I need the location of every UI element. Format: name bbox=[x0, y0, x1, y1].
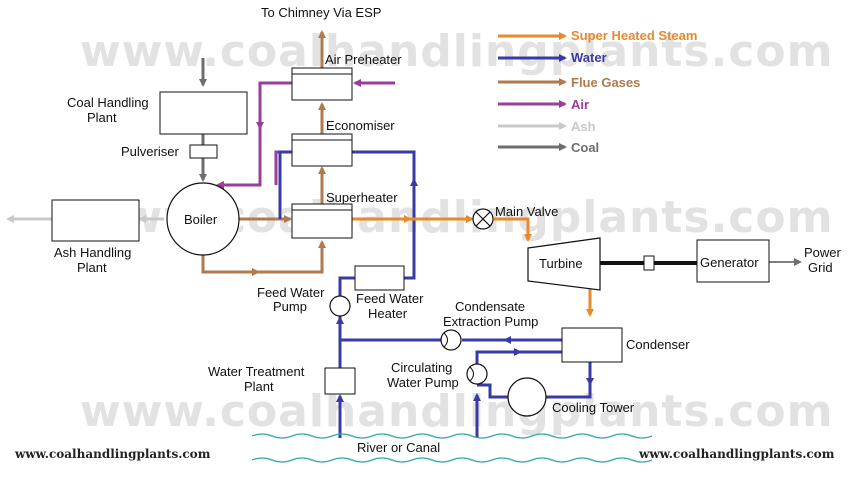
power-grid-label-2: Grid bbox=[808, 260, 833, 275]
generator-label: Generator bbox=[700, 255, 759, 270]
water-treatment-label-2: Plant bbox=[244, 379, 274, 394]
water-pump-to-heater bbox=[338, 276, 355, 296]
legend-water-label: Water bbox=[571, 50, 607, 65]
condensate-pump-impeller bbox=[443, 332, 448, 348]
shaft-coupling bbox=[643, 255, 655, 271]
condensate-pump-label-2: Extraction Pump bbox=[443, 314, 538, 329]
condenser-label: Condenser bbox=[626, 337, 690, 352]
cooling-tower-symbol bbox=[507, 377, 547, 417]
ash-handling-label-2: Plant bbox=[77, 260, 107, 275]
economiser-box bbox=[291, 133, 353, 167]
pulveriser-box bbox=[189, 144, 218, 159]
circulating-pump-label-2: Water Pump bbox=[387, 375, 459, 390]
feed-water-pump-label-1: Feed Water bbox=[257, 285, 325, 300]
footer-site-right: www.coalhandlingplants.com bbox=[638, 447, 835, 461]
water-treatment-box bbox=[324, 367, 356, 395]
superheater-label: Superheater bbox=[326, 190, 398, 205]
watermark-top: www.coalhandlingplants.com bbox=[80, 26, 833, 77]
ash-handling-label-1: Ash Handling bbox=[54, 245, 131, 260]
main-valve-label: Main Valve bbox=[495, 204, 558, 219]
condensate-pump-label-1: Condensate bbox=[455, 299, 525, 314]
main-valve-cross-2 bbox=[475, 211, 491, 227]
boiler-drum bbox=[166, 182, 240, 256]
legend-steam-label: Super Heated Steam bbox=[571, 28, 697, 43]
chimney-label: To Chimney Via ESP bbox=[261, 5, 381, 20]
river-wave-bottom bbox=[251, 457, 653, 463]
turbine-shape bbox=[527, 237, 601, 291]
turbine-label: Turbine bbox=[539, 256, 583, 271]
watermark-bottom: www.coalhandlingplants.com bbox=[80, 386, 833, 437]
air-preheater-label: Air Preheater bbox=[325, 52, 402, 67]
feed-water-pump-symbol bbox=[329, 295, 351, 317]
feed-water-heater-label-2: Heater bbox=[368, 306, 408, 321]
air-preheater-box bbox=[291, 67, 353, 101]
flue-bypass-line bbox=[201, 240, 326, 274]
coal-handling-box bbox=[159, 91, 248, 135]
ash-handling-box bbox=[51, 199, 140, 242]
river-label: River or Canal bbox=[357, 440, 440, 455]
superheater-box bbox=[291, 203, 353, 239]
air-economiser-link bbox=[274, 150, 292, 185]
feed-water-heater-box bbox=[354, 265, 405, 291]
economiser-label: Economiser bbox=[326, 118, 395, 133]
water-treatment-label-1: Water Treatment bbox=[208, 364, 305, 379]
legend: Super Heated Steam Water Flue Gases Air … bbox=[498, 28, 697, 155]
river-wave-top bbox=[251, 433, 653, 439]
boiler-label: Boiler bbox=[184, 212, 218, 227]
pulveriser-label: Pulveriser bbox=[121, 144, 179, 159]
legend-air-label: Air bbox=[571, 97, 589, 112]
condenser-to-tower-line bbox=[546, 384, 592, 399]
condenser-box bbox=[561, 327, 623, 363]
circulating-pump-label-1: Circulating bbox=[391, 360, 452, 375]
feed-water-heater-label-1: Feed Water bbox=[356, 291, 424, 306]
power-grid-label-1: Power bbox=[804, 245, 842, 260]
circulating-pump-impeller bbox=[469, 366, 474, 382]
generator-box bbox=[696, 239, 770, 283]
coal-handling-label-2: Plant bbox=[87, 110, 117, 125]
cooling-tower-label: Cooling Tower bbox=[552, 400, 635, 415]
water-to-superheater-line bbox=[278, 150, 292, 219]
feed-water-pump-label-2: Pump bbox=[273, 299, 307, 314]
steam-to-turbine bbox=[494, 217, 532, 242]
coal-handling-label-1: Coal Handling bbox=[67, 95, 149, 110]
tower-return-line bbox=[477, 383, 508, 399]
circ-pump-to-condenser bbox=[475, 350, 562, 364]
footer-site-left: www.coalhandlingplants.com bbox=[14, 447, 211, 461]
legend-ash-label: Ash bbox=[571, 119, 596, 134]
legend-flue-label: Flue Gases bbox=[571, 75, 640, 90]
legend-coal-label: Coal bbox=[571, 140, 599, 155]
